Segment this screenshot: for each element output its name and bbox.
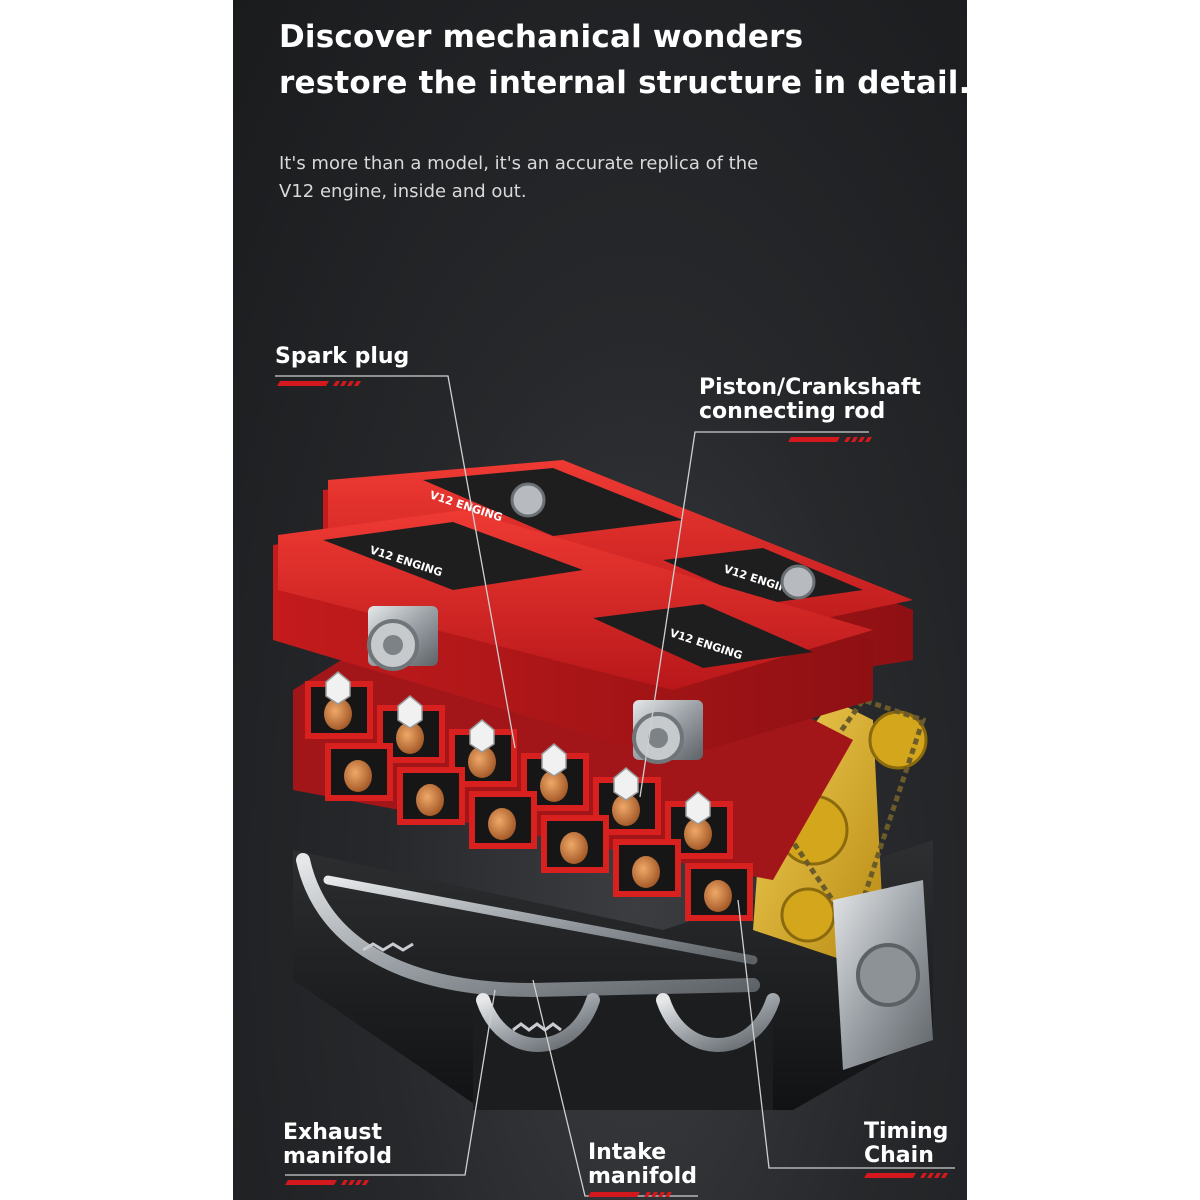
callout-piston-line-1: Piston/Crankshaft bbox=[699, 375, 921, 400]
v12-engine-illustration: V12 ENGING V12 ENGING V12 ENGING V12 ENG… bbox=[273, 460, 933, 1110]
callout-spark-plug-text: Spark plug bbox=[275, 344, 410, 369]
description-line-1: It's more than a model, it's an accurate… bbox=[279, 153, 759, 174]
cam-pulley-top-right bbox=[780, 564, 816, 600]
callout-timing-chain: Timing Chain bbox=[864, 1120, 948, 1168]
piston bbox=[488, 808, 516, 840]
callout-exhaust-manifold: Exhaust manifold bbox=[283, 1121, 392, 1169]
callout-piston-crankshaft: Piston/Crankshaft connecting rod bbox=[699, 376, 921, 424]
callout-exhaust-line-1: Exhaust bbox=[283, 1120, 382, 1145]
spark-plug bbox=[541, 743, 567, 777]
callout-exhaust-line-2: manifold bbox=[283, 1144, 392, 1169]
timing-chain-links bbox=[774, 697, 927, 936]
callout-spark-plug: Spark plug bbox=[275, 345, 409, 369]
piston bbox=[632, 856, 660, 888]
crank-pulley bbox=[856, 943, 920, 1007]
piston bbox=[540, 770, 568, 802]
piston bbox=[416, 784, 444, 816]
piston bbox=[704, 880, 732, 912]
callout-timing-line-2: Chain bbox=[864, 1143, 934, 1168]
headline-line-1: Discover mechanical wonders bbox=[279, 19, 804, 55]
spark-plug bbox=[613, 767, 639, 801]
headline: Discover mechanical wonders restore the … bbox=[279, 14, 967, 106]
piston bbox=[344, 760, 372, 792]
callout-intake-manifold: Intake manifold bbox=[588, 1141, 697, 1189]
engine-stand bbox=[473, 1000, 773, 1110]
description: It's more than a model, it's an accurate… bbox=[279, 150, 758, 206]
cam-pulley-rear bbox=[632, 700, 703, 764]
piston bbox=[468, 746, 496, 778]
cam-pulley-top-left bbox=[510, 482, 546, 518]
description-line-2: V12 engine, inside and out. bbox=[279, 181, 527, 202]
cam-pulley-front bbox=[367, 606, 438, 671]
callout-intake-line-1: Intake bbox=[588, 1140, 667, 1165]
piston bbox=[560, 832, 588, 864]
headline-line-2: restore the internal structure in detail… bbox=[279, 65, 967, 101]
piston bbox=[612, 794, 640, 826]
callout-intake-line-2: manifold bbox=[588, 1164, 697, 1189]
product-panel: Discover mechanical wonders restore the … bbox=[233, 0, 967, 1200]
callout-piston-line-2: connecting rod bbox=[699, 399, 886, 424]
piston bbox=[684, 818, 712, 850]
callout-timing-line-1: Timing bbox=[864, 1119, 949, 1144]
